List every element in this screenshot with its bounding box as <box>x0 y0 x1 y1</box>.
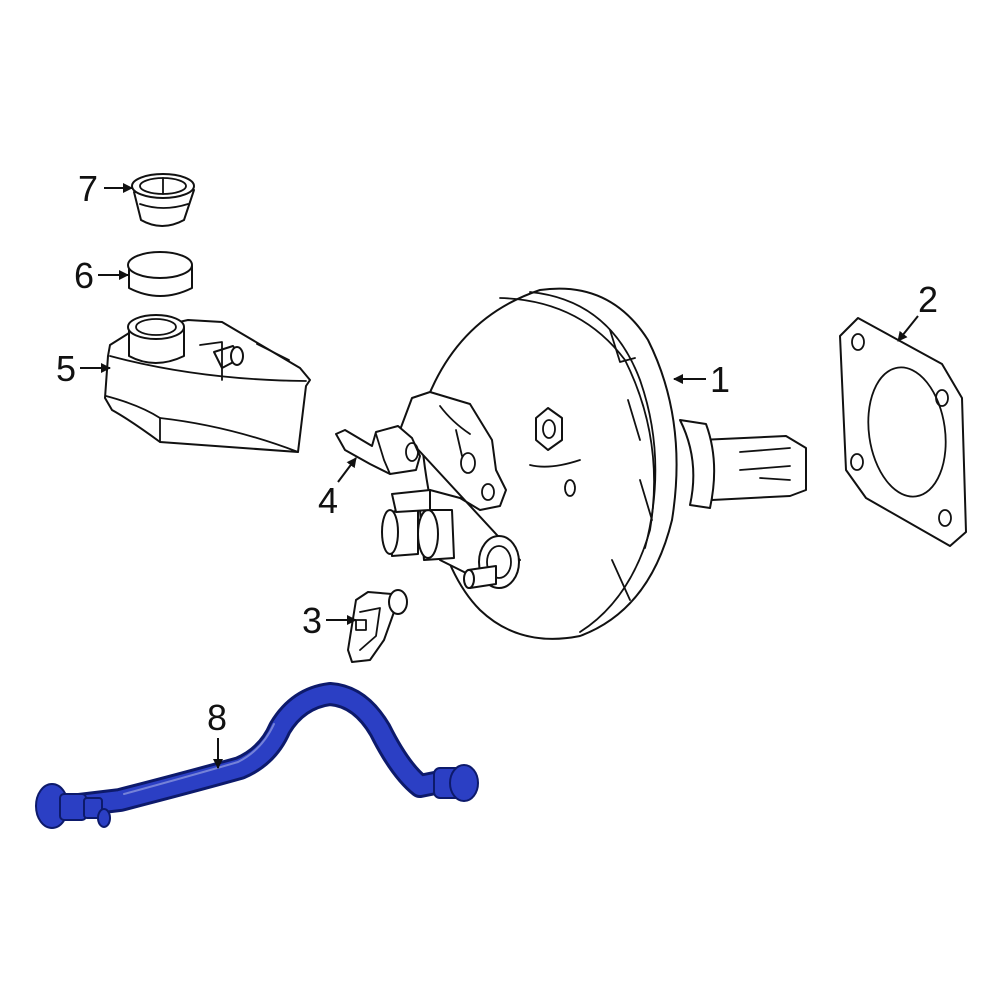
svg-text:8: 8 <box>207 697 227 738</box>
callout-3: 3 <box>302 600 357 641</box>
svg-text:3: 3 <box>302 600 322 641</box>
callout-4: 4 <box>318 457 357 521</box>
part-6-cap[interactable] <box>127 251 193 297</box>
callout-1: 1 <box>673 359 730 400</box>
svg-text:2: 2 <box>918 279 938 320</box>
callout-2: 2 <box>897 279 938 342</box>
part-1-brake-booster[interactable] <box>381 287 807 640</box>
callout-5: 5 <box>56 348 111 389</box>
svg-text:5: 5 <box>56 348 76 389</box>
part-8-vacuum-hose[interactable] <box>35 682 479 829</box>
part-4-bracket[interactable] <box>335 425 421 475</box>
svg-text:7: 7 <box>78 168 98 209</box>
part-2-gasket[interactable] <box>839 317 967 547</box>
svg-text:1: 1 <box>710 359 730 400</box>
part-3-sensor[interactable] <box>347 589 408 663</box>
part-7-strainer[interactable] <box>131 173 195 227</box>
svg-text:4: 4 <box>318 480 338 521</box>
callout-8: 8 <box>207 697 227 769</box>
part-5-reservoir[interactable] <box>104 314 311 453</box>
callout-7: 7 <box>78 168 133 209</box>
callout-6: 6 <box>74 255 129 296</box>
svg-text:6: 6 <box>74 255 94 296</box>
